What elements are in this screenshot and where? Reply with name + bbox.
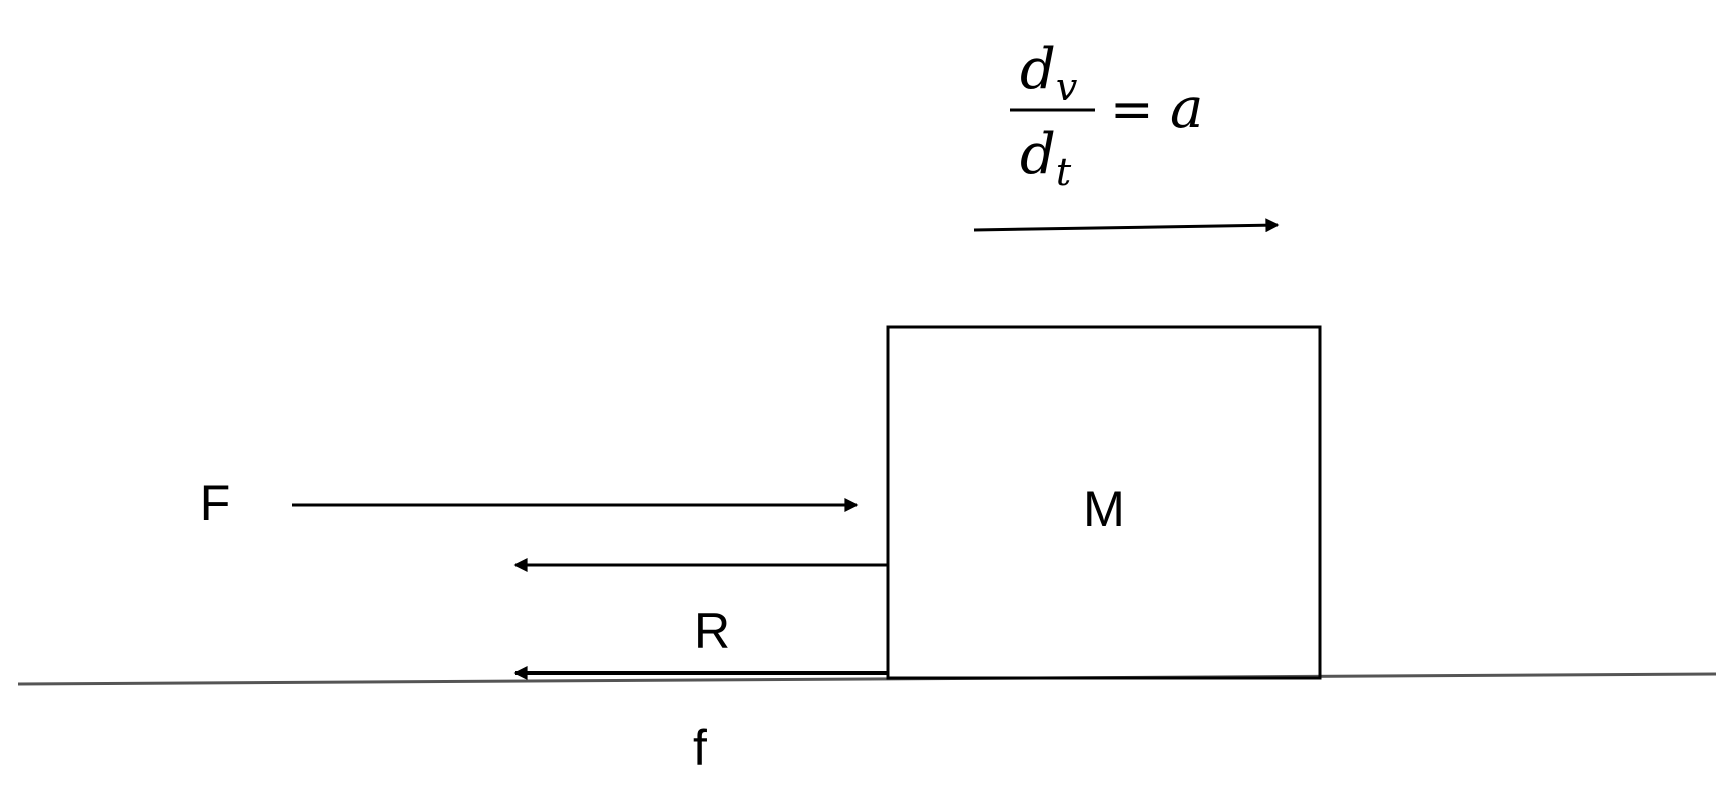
ground-line: [17, 672, 1717, 686]
equals-sign: =: [1110, 80, 1154, 140]
resistance-label: R: [694, 603, 730, 659]
numerator-d: d: [1020, 37, 1056, 102]
svg-text:dt: dt: [1020, 122, 1072, 194]
acceleration-arrow: [973, 218, 1280, 233]
numerator-subscript-v: v: [1056, 65, 1078, 109]
applied-force-label: F: [200, 475, 231, 531]
mass-label: M: [1083, 481, 1125, 537]
denominator-subscript-t: t: [1056, 150, 1072, 194]
acceleration-symbol: a: [1170, 76, 1203, 141]
friction-label: f: [693, 720, 707, 776]
svg-text:dv: dv: [1020, 37, 1078, 109]
acceleration-equation: dv dt = a: [1010, 37, 1203, 194]
mass-block: [886, 325, 1322, 680]
denominator-d: d: [1020, 122, 1056, 187]
